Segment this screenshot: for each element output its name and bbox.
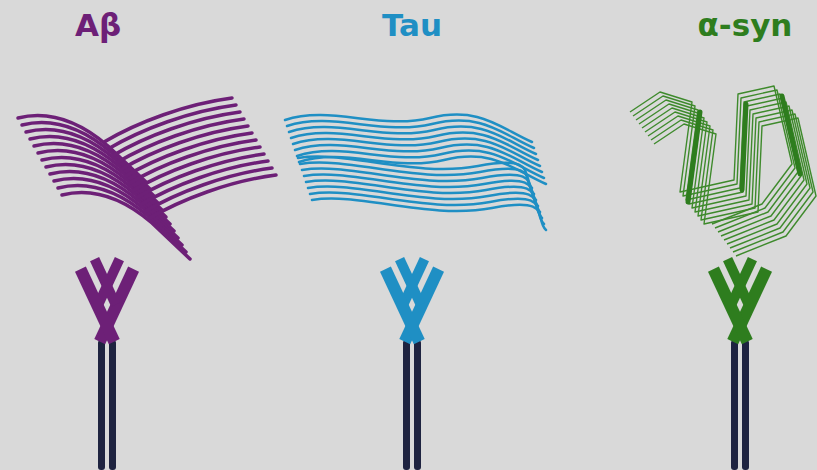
beta-strand: [62, 175, 276, 259]
antibody-arm: [723, 257, 753, 307]
tau-strand: [299, 157, 546, 230]
antibody-stem: [742, 340, 749, 470]
protein-label: Aβ: [75, 10, 121, 41]
antibody-arm: [90, 257, 120, 307]
antibody-stem: [109, 340, 116, 470]
antibody-stem: [414, 340, 421, 470]
alpha-synuclein-fibril: [630, 86, 816, 256]
antibody-stem: [731, 340, 738, 470]
antibody: [708, 257, 772, 470]
antibody: [75, 257, 139, 470]
amyloid-beta-fibril: [18, 98, 276, 259]
antibody-stem: [403, 340, 410, 470]
antibody-arm: [395, 257, 425, 307]
protein-label: α-syn: [698, 10, 793, 41]
tau-strand: [297, 151, 544, 224]
antibody: [380, 257, 444, 470]
syn-sheet: [688, 96, 800, 202]
protein-label: Tau: [382, 10, 442, 41]
tau-fibril: [285, 115, 546, 230]
antibody-stem: [98, 340, 105, 470]
